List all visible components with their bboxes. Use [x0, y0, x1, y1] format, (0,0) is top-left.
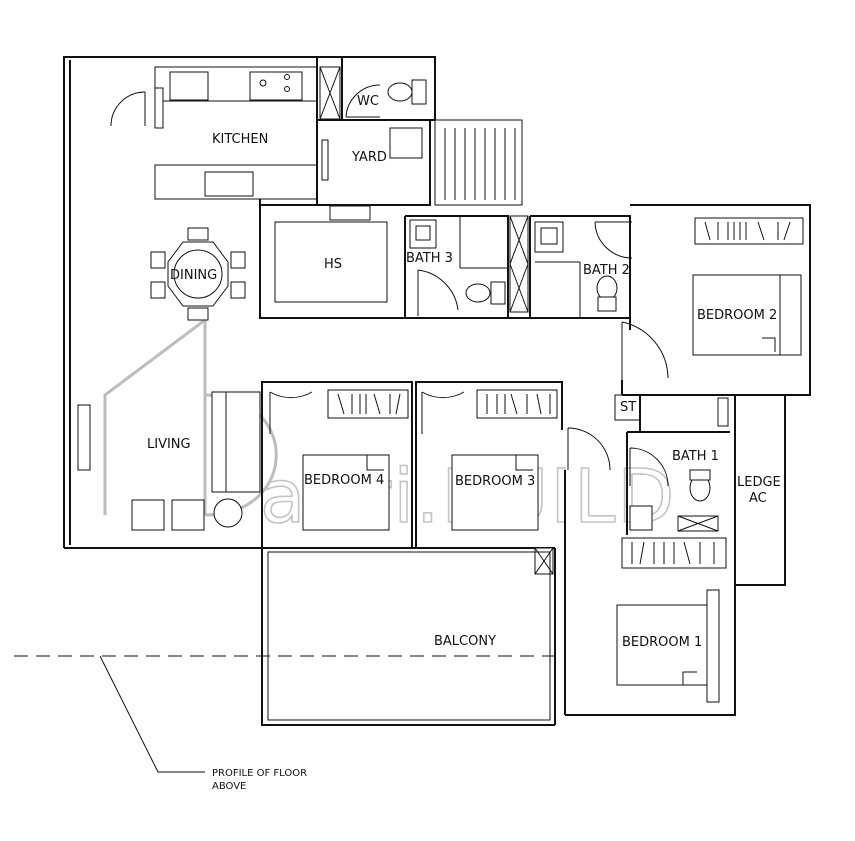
label-hs: HS: [324, 257, 342, 272]
profile-annotation: PROFILE OF FLOOR ABOVE: [212, 768, 307, 792]
label-bedroom1: BEDROOM 1: [622, 635, 702, 650]
bedroom2-fixtures: [621, 217, 804, 396]
label-dining: DINING: [170, 268, 217, 283]
room-labels: KITCHEN WC YARD HS BATH 3 BATH 2 DINING …: [147, 94, 781, 650]
label-balcony: BALCONY: [434, 634, 496, 649]
kitchen-walls: [260, 57, 435, 206]
annotation-line1: PROFILE OF FLOOR: [212, 768, 307, 779]
shafts: [509, 215, 529, 313]
label-bath3: BATH 3: [406, 251, 453, 266]
yard-rack: [434, 119, 523, 206]
balcony: [14, 551, 555, 773]
bath1-fixtures: [614, 394, 730, 535]
label-bedroom4: BEDROOM 4: [304, 473, 384, 488]
label-st: ST: [620, 400, 636, 415]
bath3-fixtures: [404, 215, 509, 318]
label-bedroom2: BEDROOM 2: [697, 308, 777, 323]
bath2-fixtures: [529, 215, 633, 318]
label-kitchen: KITCHEN: [212, 132, 268, 147]
bedrooms-3-4: [261, 381, 563, 548]
label-wc: WC: [357, 94, 379, 109]
dining-table: [150, 227, 246, 321]
hs-room: [274, 205, 388, 303]
label-bath1: BATH 1: [672, 449, 719, 464]
bedroom1-fixtures: [534, 427, 727, 715]
label-bedroom3: BEDROOM 3: [455, 474, 535, 489]
outer-walls: [63, 56, 811, 726]
wc-fixtures: [345, 79, 427, 118]
label-ledge: LEDGE: [737, 475, 781, 490]
label-ac: AC: [749, 491, 767, 506]
label-living: LIVING: [147, 437, 191, 452]
label-bath2: BATH 2: [583, 263, 630, 278]
annotation-line2: ABOVE: [212, 781, 246, 792]
label-yard: YARD: [351, 150, 387, 165]
living-furniture: [77, 391, 261, 531]
kitchen-fixtures: [110, 66, 341, 200]
